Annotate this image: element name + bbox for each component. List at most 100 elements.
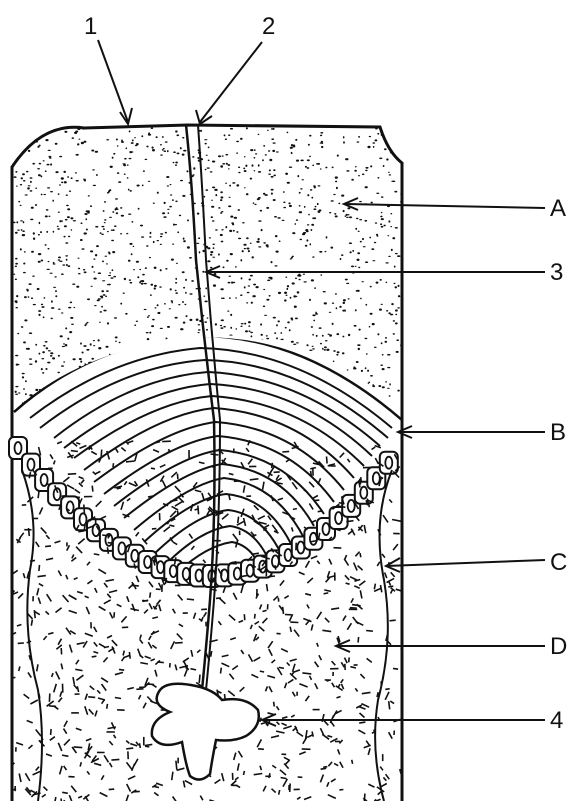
tissue-dash <box>345 560 349 566</box>
tissue-dash <box>102 684 107 691</box>
tissue-dash <box>33 771 41 775</box>
stipple-dot <box>344 309 346 311</box>
stipple-dot <box>221 298 224 299</box>
stipple-dot <box>375 128 377 130</box>
stipple-dot <box>392 404 394 405</box>
stipple-dot <box>311 279 314 281</box>
stipple-dot <box>104 219 106 220</box>
stipple-dot <box>318 387 320 389</box>
stipple-dot <box>162 212 165 214</box>
stipple-dot <box>15 302 17 303</box>
tissue-dash <box>254 657 261 661</box>
label-1: 1 <box>84 13 97 40</box>
stipple-dot <box>170 184 172 185</box>
stipple-dot <box>295 223 297 225</box>
stipple-dot <box>309 350 312 351</box>
tissue-dash <box>268 641 273 648</box>
stipple-dot <box>75 405 78 407</box>
stipple-dot <box>183 287 185 289</box>
tissue-dash <box>175 501 183 506</box>
stipple-dot <box>276 411 278 413</box>
stipple-dot <box>83 269 85 271</box>
stipple-dot <box>378 385 381 387</box>
stipple-dot <box>21 129 23 131</box>
stipple-dot <box>335 385 338 386</box>
stipple-dot <box>228 282 231 284</box>
stipple-dot <box>109 217 112 218</box>
stipple-dot <box>397 255 400 257</box>
stipple-dot <box>51 307 54 309</box>
stipple-dot <box>355 309 357 311</box>
stipple-dot <box>38 261 41 263</box>
stipple-dot <box>126 233 128 234</box>
stipple-dot <box>358 136 360 138</box>
stipple-dot <box>186 370 188 372</box>
stipple-dot <box>131 142 134 144</box>
stipple-dot <box>17 230 20 231</box>
stipple-dot <box>127 164 129 165</box>
stipple-dot <box>65 219 68 221</box>
stipple-dot <box>242 250 244 252</box>
stipple-dot <box>300 160 303 162</box>
stipple-dot <box>149 236 151 238</box>
stipple-dot <box>329 212 331 213</box>
stipple-dot <box>86 229 88 231</box>
stipple-dot <box>152 147 154 149</box>
stipple-dot <box>45 215 48 217</box>
tissue-dash <box>366 631 373 632</box>
stipple-dot <box>228 414 231 416</box>
stipple-dot <box>146 245 149 247</box>
stipple-dot <box>77 143 79 145</box>
tissue-dash <box>39 584 43 587</box>
stipple-dot <box>127 368 129 370</box>
stipple-dot <box>154 285 157 287</box>
stipple-dot <box>167 185 169 186</box>
stipple-dot <box>58 212 60 213</box>
stipple-dot <box>207 317 209 318</box>
stipple-dot <box>333 194 336 195</box>
tissue-dash <box>260 766 261 770</box>
stipple-dot <box>272 150 275 152</box>
stipple-dot <box>372 260 375 261</box>
stipple-dot <box>134 137 136 138</box>
tissue-dash <box>260 671 264 672</box>
tissue-dash <box>95 711 97 717</box>
tissue-dash <box>275 565 276 570</box>
stipple-dot <box>381 218 384 220</box>
stipple-dot <box>395 322 398 324</box>
stipple-dot <box>343 136 345 138</box>
stipple-dot <box>31 207 34 209</box>
tissue-dash <box>392 520 401 522</box>
tissue-dash <box>94 763 101 765</box>
stipple-dot <box>387 235 389 236</box>
stipple-dot <box>229 185 231 187</box>
stipple-dot <box>129 130 131 132</box>
stipple-dot <box>154 267 157 269</box>
tissue-dash <box>87 771 89 774</box>
stipple-dot <box>164 404 167 406</box>
stipple-dot <box>119 342 121 343</box>
tissue-dash <box>263 610 267 611</box>
tissue-dash <box>282 717 287 719</box>
stipple-dot <box>212 187 215 189</box>
stipple-dot <box>213 284 216 286</box>
stipple-dot <box>72 137 74 139</box>
stipple-dot <box>41 260 44 262</box>
stipple-dot <box>23 221 25 223</box>
stipple-dot <box>57 228 60 230</box>
tissue-dash <box>250 479 259 480</box>
tissue-dash <box>389 732 393 739</box>
stipple-dot <box>266 246 268 248</box>
stipple-dot <box>38 174 41 176</box>
stipple-dot <box>179 407 182 409</box>
stipple-dot <box>305 245 308 247</box>
tissue-dash <box>358 566 363 571</box>
tissue-dash <box>110 763 113 767</box>
tissue-dash <box>148 496 153 497</box>
stipple-dot <box>291 144 293 146</box>
stipple-dot <box>284 292 287 294</box>
stipple-dot <box>130 190 132 192</box>
stipple-dot <box>221 229 223 230</box>
tissue-dash <box>272 765 276 768</box>
stipple-dot <box>385 381 387 382</box>
